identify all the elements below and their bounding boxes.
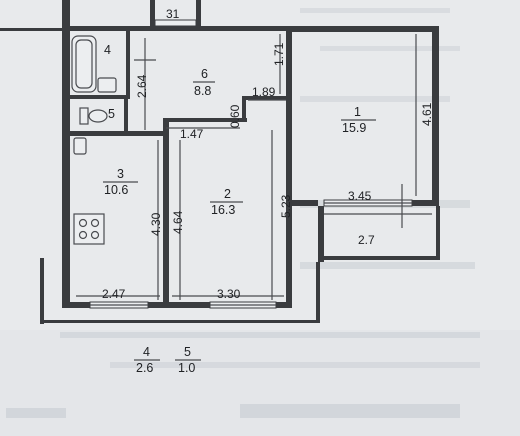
dim-top-fragment: 31 xyxy=(166,7,180,21)
window-top xyxy=(154,19,197,27)
room-number-6: 6 xyxy=(201,67,208,81)
walls xyxy=(0,0,440,324)
summary-fractions: 4 2.6 5 1.0 xyxy=(134,345,201,375)
paper-shade xyxy=(0,330,520,436)
room-number-5: 5 xyxy=(108,107,115,121)
room-area-1: 15.9 xyxy=(342,121,366,135)
room-area-2: 16.3 xyxy=(211,203,235,217)
summary-value-a: 2.6 xyxy=(136,361,153,375)
room-number-4: 4 xyxy=(104,43,111,57)
summary-count-rooms: 4 xyxy=(143,345,150,359)
room-area-3: 10.6 xyxy=(104,183,128,197)
room-number-2: 2 xyxy=(224,187,231,201)
dim-hall-pass-width: 1.71 xyxy=(272,42,286,66)
sink-icon xyxy=(97,77,117,93)
dim-kitchen-width: 2.47 xyxy=(102,287,126,301)
room-labels: 4 5 6 8.8 1 15.9 3 10.6 2 16.3 xyxy=(103,43,376,217)
toilet-icon xyxy=(79,107,108,125)
summary-count-areas: 5 xyxy=(184,345,191,359)
dim-room2-left-height: 4.64 xyxy=(171,210,185,234)
windows xyxy=(89,19,413,309)
dim-corridor-width: 1.47 xyxy=(180,127,204,141)
stove-icon xyxy=(73,213,105,245)
small-sink-icon xyxy=(73,137,87,155)
dim-room2-right-height: 5.23 xyxy=(279,194,293,218)
dim-nook-width: 1.89 xyxy=(252,85,276,99)
dim-kitchen-height: 4.30 xyxy=(149,212,163,236)
dimension-labels: 31 2.64 1.71 1.89 0.60 1.47 4.30 4.64 5.… xyxy=(102,7,434,301)
dim-nook-depth: 0.60 xyxy=(228,104,242,128)
summary-value-b: 1.0 xyxy=(178,361,195,375)
dim-balcony-area: 2.7 xyxy=(358,233,375,247)
dimension-lines xyxy=(76,34,432,300)
dim-room1-height: 4.61 xyxy=(420,102,434,126)
bathtub-icon xyxy=(71,35,97,93)
room-area-6: 8.8 xyxy=(194,84,211,98)
dim-room2-width: 3.30 xyxy=(217,287,241,301)
room-number-3: 3 xyxy=(117,167,124,181)
room-number-1: 1 xyxy=(354,105,361,119)
dim-hall-height: 2.64 xyxy=(135,74,149,98)
dim-balcony-width: 3.45 xyxy=(348,189,372,203)
